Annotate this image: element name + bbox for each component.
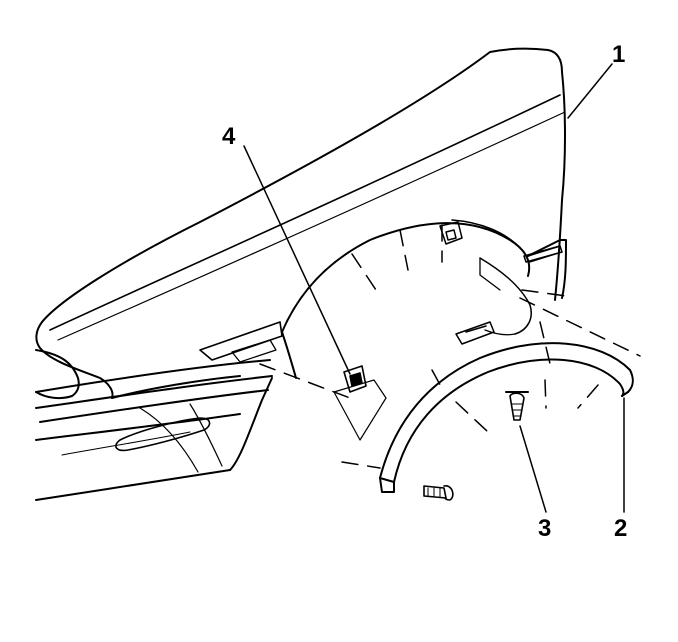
- lower-retainer-clip: [455, 321, 495, 345]
- leader-line-1: [567, 63, 613, 119]
- leader-lines: [243, 63, 625, 513]
- clip-nut-part-4: [333, 365, 387, 441]
- lower-screw: [423, 485, 454, 501]
- callout-labels: 1 2 3 4: [222, 41, 627, 542]
- wheel-opening-molding-part-2: [379, 342, 634, 493]
- upper-retainer-clip: [439, 221, 463, 245]
- fender-panel: [35, 47, 566, 400]
- front-bumper: [35, 321, 283, 501]
- side-marker-lamp: [115, 417, 211, 452]
- screw-part-3: [505, 391, 529, 421]
- callout-1: 1: [612, 41, 625, 68]
- fender-bolt: [523, 245, 563, 263]
- leader-line-3: [519, 425, 547, 513]
- leader-line-4: [243, 145, 351, 375]
- alignment-marks: [259, 224, 641, 469]
- callout-2: 2: [614, 515, 627, 542]
- wheel-opening: [281, 219, 532, 379]
- callout-4: 4: [222, 123, 236, 150]
- callout-3: 3: [538, 515, 551, 542]
